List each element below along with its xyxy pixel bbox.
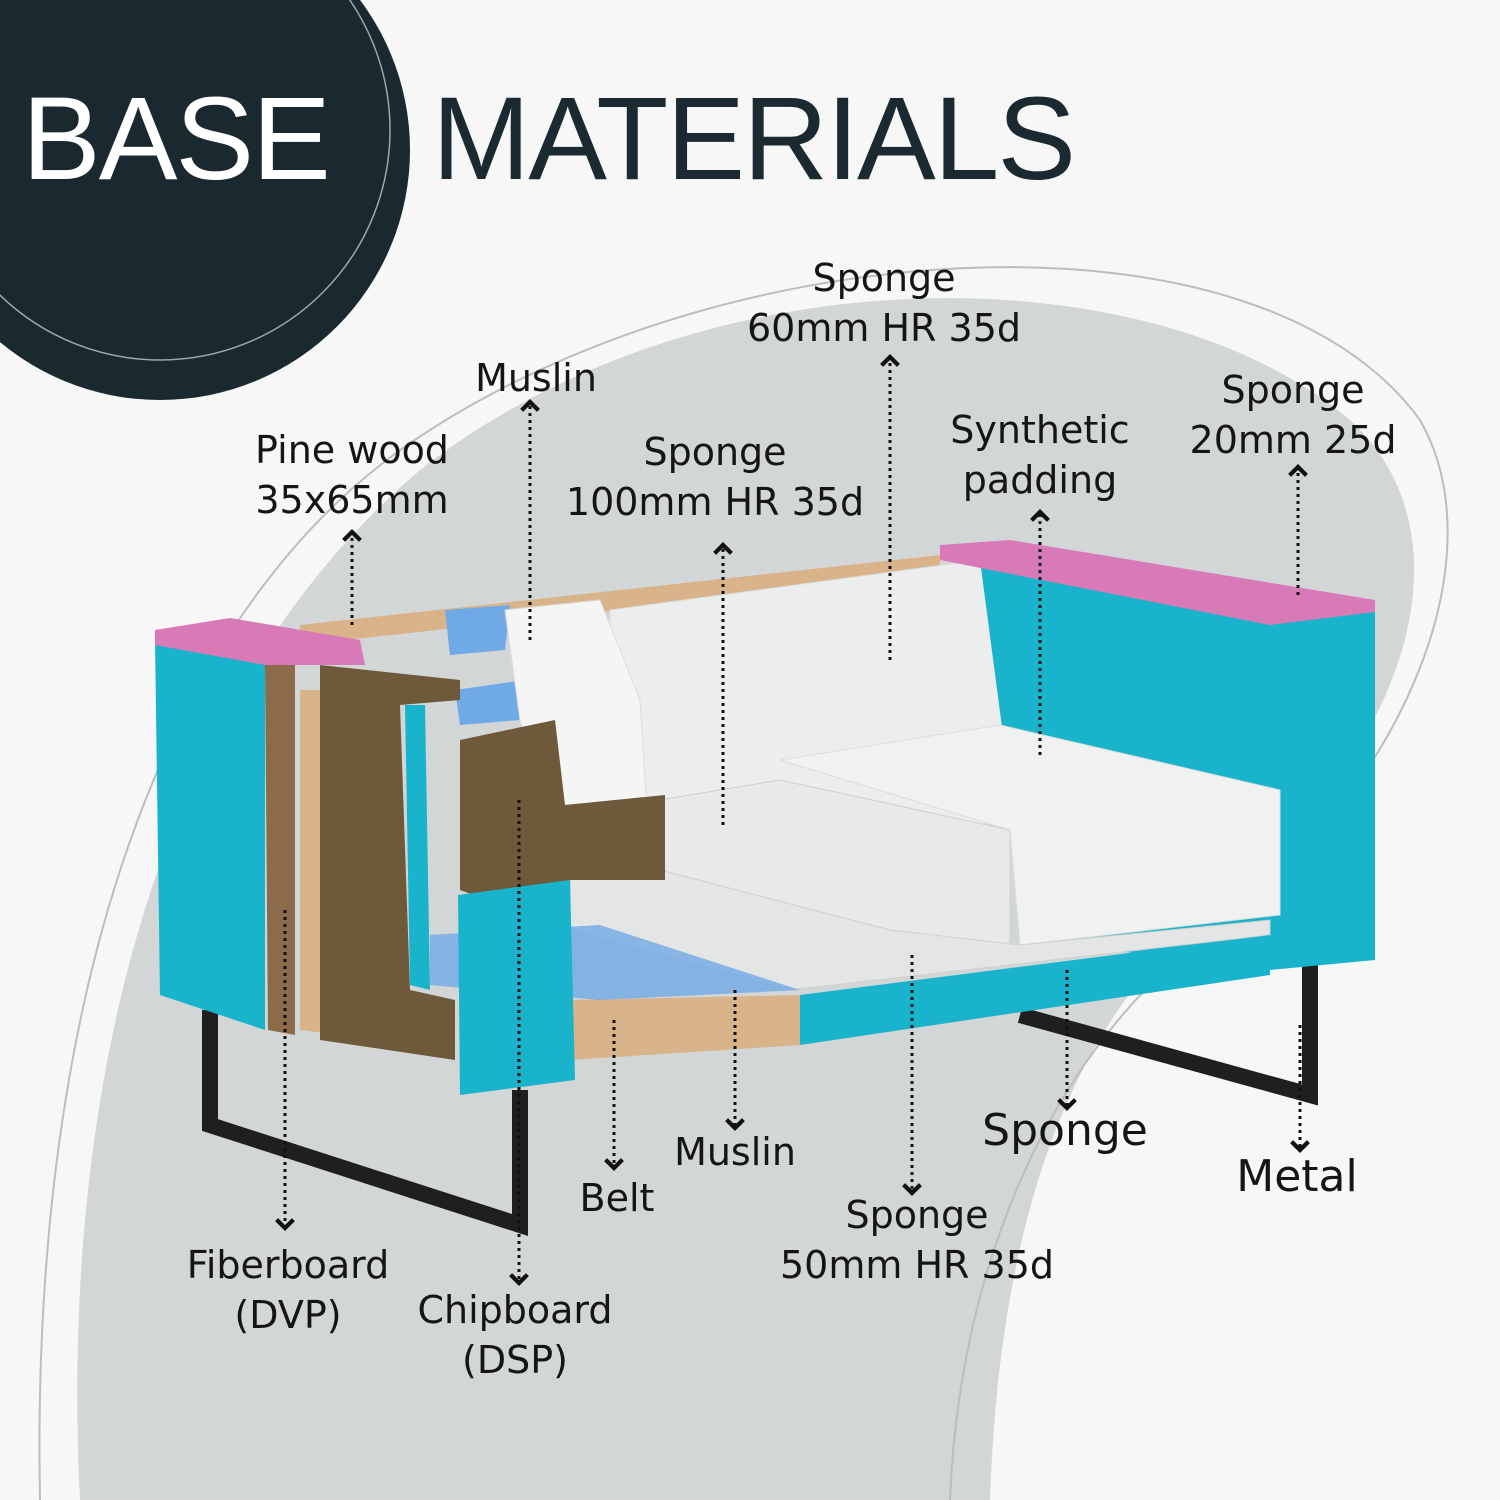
fiberboard-layer (265, 665, 295, 1035)
label-sponge-20: Sponge 20mm 25d (1190, 365, 1397, 465)
belts (455, 680, 525, 725)
label-line: Belt (579, 1176, 655, 1220)
front-sponge-rail (800, 935, 1270, 1045)
left-inner-teal (405, 705, 430, 990)
label-line: (DVP) (234, 1293, 342, 1337)
label-muslin-bottom: Muslin (674, 1127, 796, 1177)
leader-arrows (275, 354, 1310, 1286)
label-line: padding (962, 458, 1118, 502)
label-line: Sponge (845, 1193, 989, 1237)
left-arm-top (155, 618, 365, 665)
label-line: 50mm HR 35d (780, 1243, 1054, 1287)
label-line: Muslin (475, 356, 597, 400)
label-line: Sponge (1221, 368, 1365, 412)
label-line: 20mm 25d (1189, 418, 1397, 462)
label-line: Sponge (982, 1105, 1148, 1156)
label-line: Sponge (812, 256, 956, 300)
label-line: Sponge (643, 430, 787, 474)
title-circle-outline (0, 0, 391, 361)
label-belt: Belt (580, 1173, 655, 1223)
chipboard-arm (320, 665, 460, 1060)
front-wood-rail (570, 995, 800, 1060)
label-line: (DSP) (462, 1338, 568, 1382)
title-materials: MATERIALS (432, 73, 1076, 205)
label-sponge-100: Sponge 100mm HR 35d (566, 427, 864, 527)
label-synthetic-padding: Synthetic padding (950, 405, 1129, 505)
front-teal-panel (458, 880, 575, 1095)
label-line: Metal (1236, 1151, 1358, 1202)
belts (445, 605, 510, 655)
title-circle (0, 0, 410, 400)
label-muslin-top: Muslin (475, 353, 597, 403)
label-sponge-50: Sponge 50mm HR 35d (780, 1190, 1054, 1290)
title-base: BASE (22, 73, 331, 205)
label-sponge-60: Sponge 60mm HR 35d (747, 253, 1021, 353)
label-sponge-side: Sponge (982, 1106, 1148, 1156)
label-line: 100mm HR 35d (565, 480, 865, 524)
label-metal: Metal (1236, 1152, 1357, 1202)
label-line: Synthetic (950, 408, 1130, 452)
left-arm-outer (155, 640, 265, 1030)
label-line: 35x65mm (255, 478, 449, 522)
chipboard-panel (460, 720, 665, 930)
label-line: 60mm HR 35d (747, 306, 1021, 350)
label-chipboard: Chipboard (DSP) (417, 1285, 612, 1385)
label-fiberboard: Fiberboard (DVP) (187, 1240, 390, 1340)
right-arm-top (940, 540, 1375, 625)
label-pine-wood: Pine wood 35x65mm (255, 425, 449, 525)
label-line: Chipboard (417, 1288, 613, 1332)
label-line: Muslin (674, 1130, 796, 1174)
label-line: Pine wood (255, 428, 449, 472)
label-line: Fiberboard (186, 1243, 390, 1287)
